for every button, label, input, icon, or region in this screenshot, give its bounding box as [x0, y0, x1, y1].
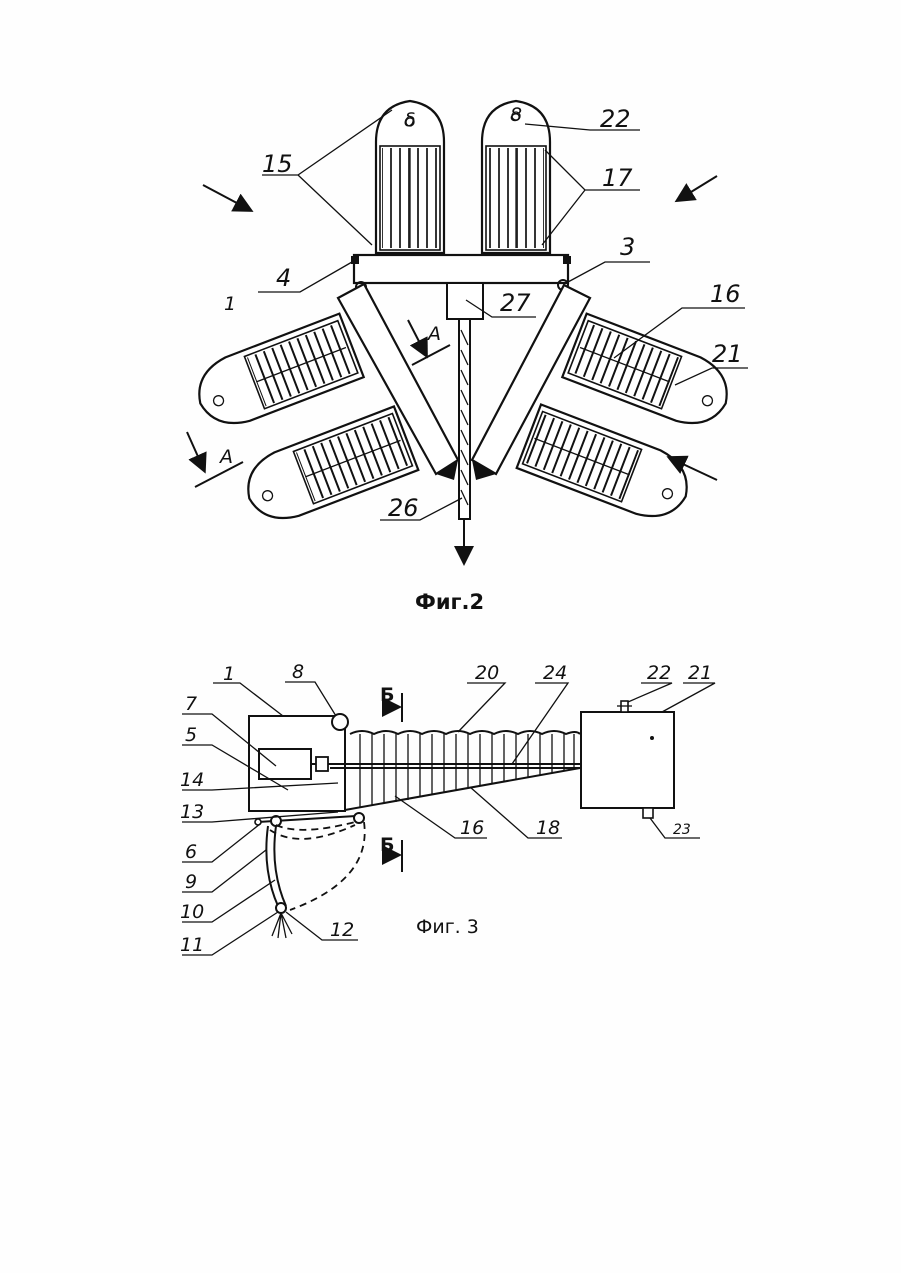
label-27: 27 — [500, 289, 531, 317]
label-4: 4 — [276, 264, 291, 292]
label-3-5: 5 — [185, 724, 197, 746]
leader-4 — [258, 262, 352, 292]
caption-fig-2: Фиг.2 — [415, 590, 484, 614]
label-3-6: 6 — [185, 841, 197, 863]
label-b-top: Б — [380, 684, 394, 706]
label-17: 17 — [602, 164, 633, 192]
label-21: 21 — [712, 340, 743, 368]
leader-3-22 — [628, 683, 672, 702]
label-3-14: 14 — [180, 769, 204, 791]
collector-frame — [330, 731, 580, 810]
label-3-9: 9 — [185, 871, 197, 893]
label-3-13: 13 — [180, 801, 204, 823]
label-3-23: 23 — [673, 822, 691, 838]
coupling — [316, 757, 328, 771]
crossbar-end-left — [351, 256, 359, 264]
label-3-11: 11 — [180, 934, 204, 956]
label-pan-mark-right: 8 — [510, 104, 522, 126]
leader-3-8 — [285, 682, 336, 716]
motor-7 — [259, 749, 311, 779]
figure-2: 15 22 17 3 4 27 16 21 26 A A 1 δ 8 Фиг.2 — [187, 101, 748, 614]
label-3-10: 10 — [180, 901, 204, 923]
label-3-21: 21 — [688, 662, 712, 684]
label-a-upper: A — [426, 323, 441, 345]
pan-left-upper — [188, 314, 364, 436]
label-22: 22 — [600, 105, 631, 133]
label-1-stray: 1 — [224, 293, 236, 315]
section-a-lower — [187, 432, 243, 487]
label-3-18: 18 — [536, 817, 560, 839]
crossbar-end-right — [563, 256, 571, 264]
crossbar — [354, 255, 568, 283]
arrow-wind-top-right — [678, 176, 717, 200]
label-3-22: 22 — [647, 662, 671, 684]
leader-3-20 — [458, 683, 505, 732]
label-3: 3 — [620, 233, 635, 261]
pulley-8 — [332, 714, 348, 730]
block-27 — [447, 283, 483, 319]
label-pan-mark-left: δ — [404, 109, 416, 131]
label-3-8: 8 — [292, 661, 304, 683]
label-15: 15 — [262, 150, 293, 178]
label-3-24: 24 — [543, 662, 567, 684]
label-3-7: 7 — [185, 693, 197, 715]
rod-26 — [459, 319, 470, 562]
box-21 — [581, 712, 674, 808]
label-16: 16 — [710, 280, 741, 308]
label-3-12: 12 — [330, 919, 354, 941]
leader-3 — [568, 262, 650, 282]
figure-3: 1 8 20 24 22 21 7 5 14 13 6 9 10 11 12 1… — [180, 661, 715, 956]
arrow-wind-top-left — [203, 185, 250, 210]
label-a-lower: A — [218, 446, 233, 468]
label-b-bottom: Б — [380, 834, 394, 856]
label-3-1: 1 — [223, 663, 235, 685]
pan-right-lower — [517, 404, 698, 528]
caption-fig-3: Фиг. 3 — [416, 916, 479, 938]
valve-23 — [643, 808, 653, 818]
leader-3-21 — [662, 683, 715, 712]
label-26: 26 — [388, 494, 419, 522]
label-3-20: 20 — [475, 662, 499, 684]
leader-3-1 — [213, 683, 283, 716]
label-3-16: 16 — [460, 817, 484, 839]
